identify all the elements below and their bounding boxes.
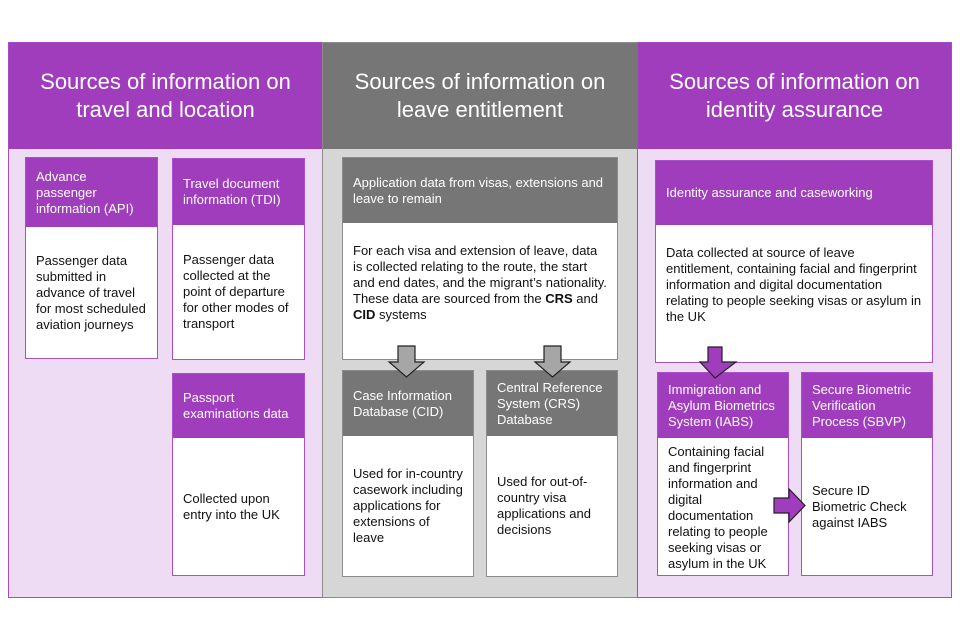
box-application-data-text: For each visa and extension of leave, da… (353, 243, 607, 322)
arrow-down-to-iabs-icon (698, 346, 738, 379)
box-cid: Case Information Database (CID) Used for… (342, 370, 474, 577)
box-cid-title: Case Information Database (CID) (343, 371, 473, 436)
box-api-body: Passenger data submitted in advance of t… (36, 252, 146, 332)
box-tdi-title: Travel document information (TDI) (173, 159, 304, 225)
arrow-down-to-crs-icon (533, 345, 572, 378)
box-crs-body: Used for out-of-country visa application… (497, 474, 591, 537)
column-title-travel-location: Sources of information on travel and loc… (9, 43, 322, 149)
box-iabs: Immigration and Asylum Biometrics System… (657, 372, 789, 576)
box-api: Advance passenger information (API) Pass… (25, 157, 158, 359)
box-crs-title: Central Reference System (CRS) Database (487, 371, 617, 436)
box-application-data-body: For each visa and extension of leave, da… (343, 223, 617, 359)
box-crs: Central Reference System (CRS) Database … (486, 370, 618, 577)
box-identity-assurance-body: Data collected at source of leave entitl… (666, 244, 922, 324)
column-title-identity-assurance: Sources of information on identity assur… (638, 43, 951, 149)
box-passport-examinations-body: Collected upon entry into the UK (183, 490, 280, 522)
box-cid-body: Used for in-country casework including a… (353, 466, 463, 545)
box-api-title: Advance passenger information (API) (26, 158, 157, 227)
arrow-down-to-cid-icon (387, 345, 426, 378)
box-iabs-body: Containing facial and fingerprint inform… (668, 444, 768, 571)
box-application-data: Application data from visas, extensions … (342, 157, 618, 360)
box-passport-examinations: Passport examinations data Collected upo… (172, 373, 305, 576)
column-title-leave-entitlement: Sources of information on leave entitlem… (323, 43, 637, 149)
box-tdi-body: Passenger data collected at the point of… (183, 252, 289, 331)
box-passport-examinations-title: Passport examinations data (173, 374, 304, 438)
box-sbvp-title: Secure Biometric Verification Process (S… (802, 373, 932, 438)
box-sbvp-body: Secure ID Biometric Check against IABS (812, 482, 907, 530)
box-tdi: Travel document information (TDI) Passen… (172, 158, 305, 360)
box-sbvp: Secure Biometric Verification Process (S… (801, 372, 933, 576)
box-identity-assurance-title: Identity assurance and caseworking (656, 161, 932, 225)
box-identity-assurance: Identity assurance and caseworking Data … (655, 160, 933, 363)
box-iabs-title: Immigration and Asylum Biometrics System… (658, 373, 788, 438)
arrow-right-to-sbvp-icon (773, 487, 806, 524)
box-application-data-title: Application data from visas, extensions … (343, 158, 617, 223)
